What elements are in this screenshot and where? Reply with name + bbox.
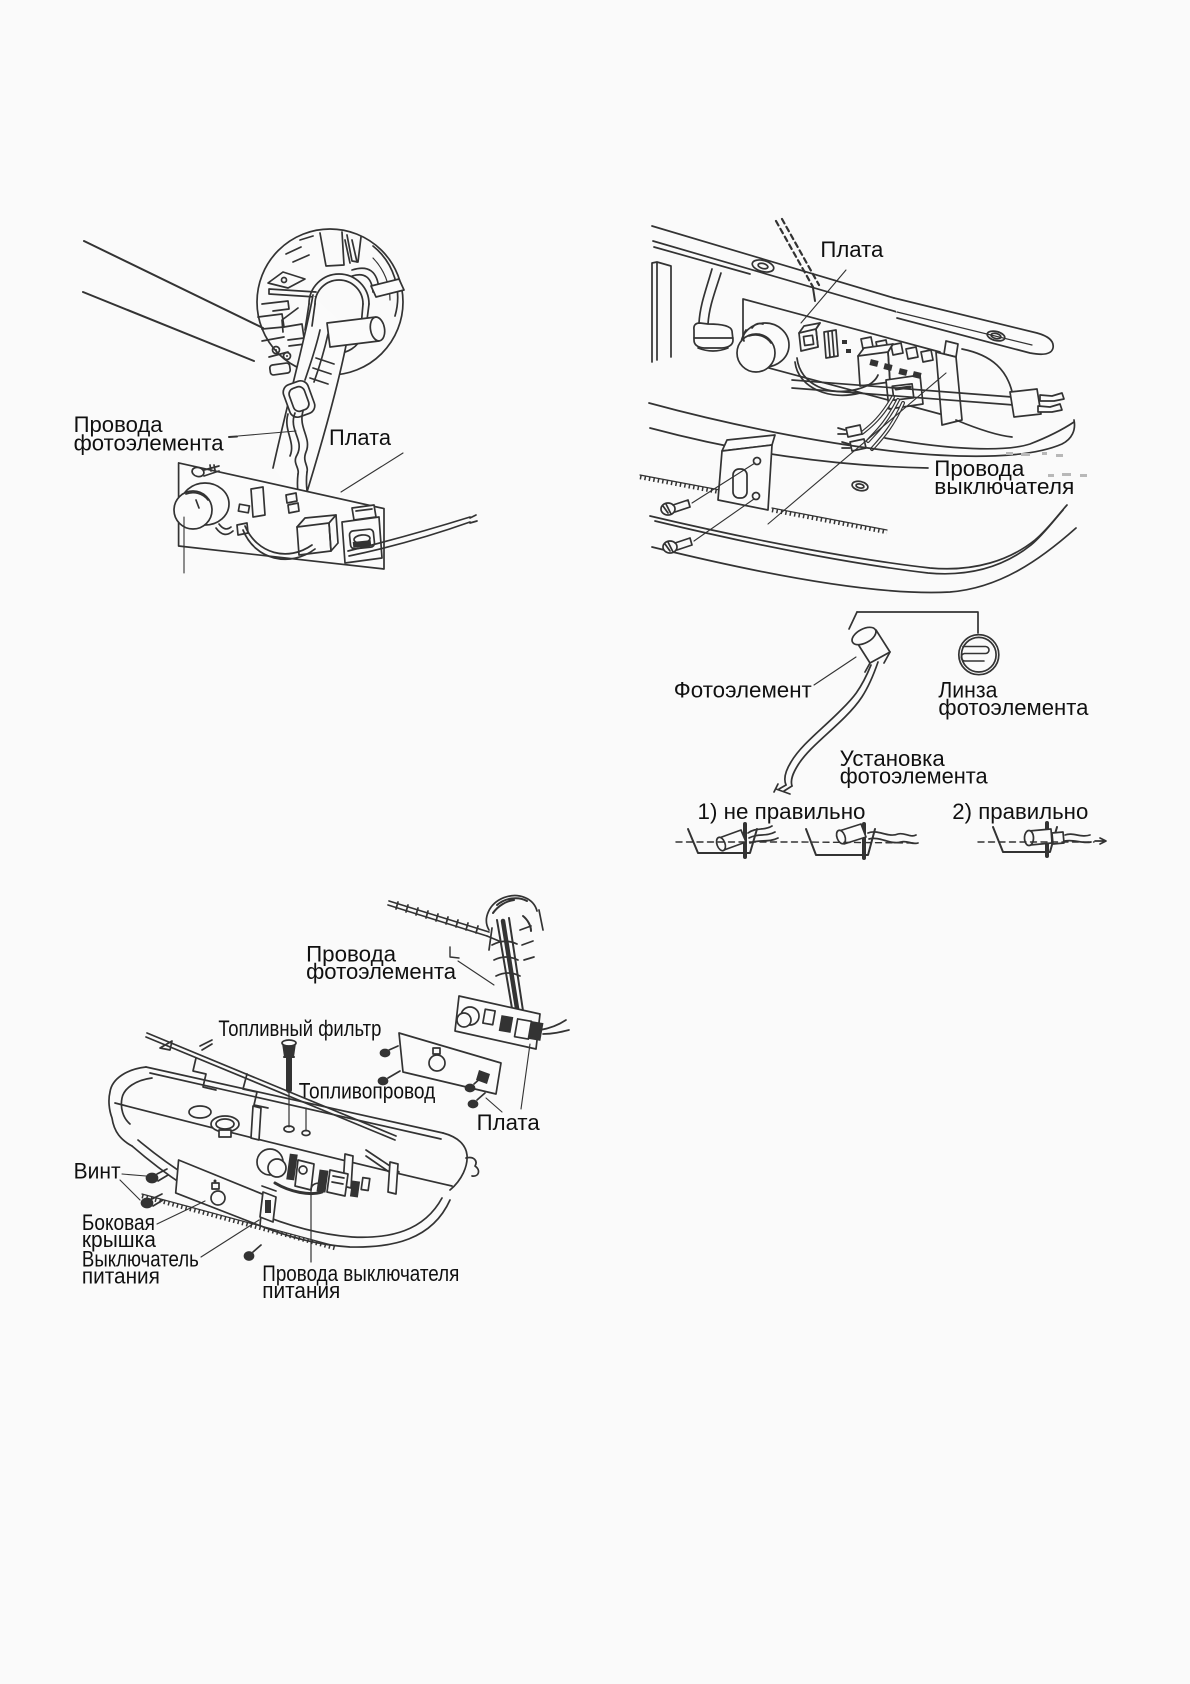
svg-text:Выключатель: Выключатель [82,1247,199,1272]
svg-text:Установка: Установка [840,746,946,771]
svg-text:Топливопровод: Топливопровод [299,1079,436,1104]
svg-text:питания: питания [262,1278,340,1303]
svg-text:Топливный фильтр: Топливный фильтр [218,1016,381,1041]
svg-text:Плата: Плата [477,1110,541,1135]
svg-text:Провода: Провода [74,412,164,437]
svg-text:Линза: Линза [938,678,998,703]
svg-text:Боковая: Боковая [82,1210,155,1235]
svg-text:Фотоэлемент: Фотоэлемент [674,678,812,703]
svg-text:Провода выключателя: Провода выключателя [262,1261,459,1286]
svg-text:фотоэлемента: фотоэлемента [306,959,457,984]
svg-text:фотоэлемента: фотоэлемента [938,695,1089,720]
svg-text:Плата: Плата [820,237,884,262]
svg-text:1) не правильно: 1) не правильно [698,799,866,824]
svg-text:крышка: крышка [82,1227,157,1252]
svg-text:Провода: Провода [934,456,1025,481]
svg-text:Плата: Плата [329,425,392,450]
svg-text:2) правильно: 2) правильно [952,799,1088,824]
svg-text:питания: питания [82,1264,160,1289]
svg-text:фотоэлемента: фотоэлемента [74,431,225,456]
svg-text:Винт: Винт [74,1159,121,1184]
svg-text:фотоэлемента: фотоэлемента [840,764,989,789]
svg-text:выключателя: выключателя [934,474,1074,499]
svg-text:Провода: Провода [306,942,397,967]
